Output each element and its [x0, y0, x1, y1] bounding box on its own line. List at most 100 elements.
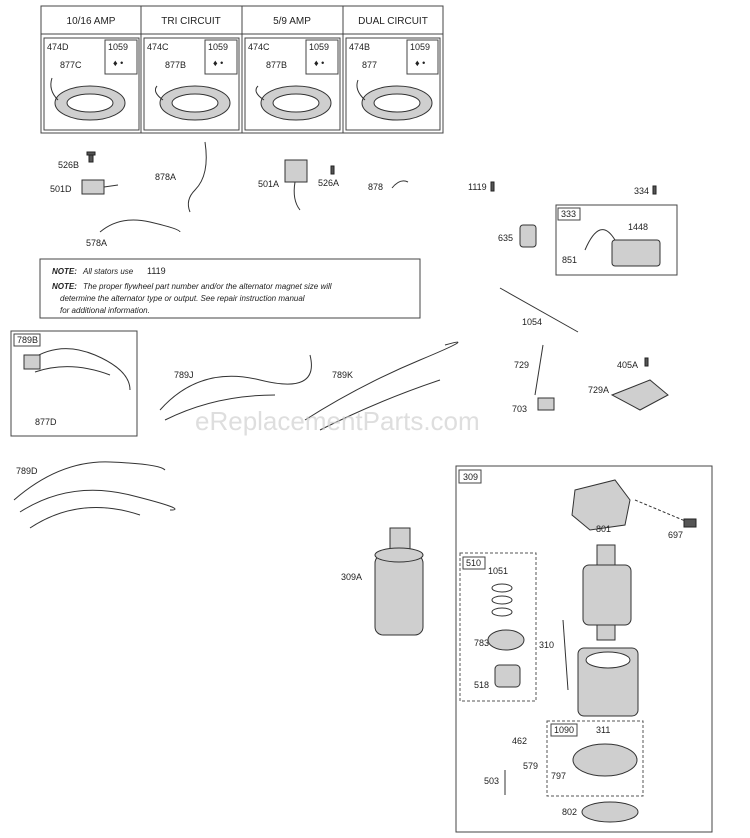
label-797: 797	[551, 771, 566, 781]
bolt-icon	[634, 499, 697, 528]
label-503: 503	[484, 776, 499, 786]
label-1054: 1054	[522, 317, 542, 327]
label-789d: 789D	[16, 466, 38, 476]
stator-part-1: 877C	[60, 60, 82, 70]
label-878a: 878A	[155, 172, 176, 182]
label-729: 729	[514, 360, 529, 370]
label-462: 462	[512, 736, 527, 746]
note-label-2: NOTE:	[52, 282, 77, 291]
label-878: 878	[368, 182, 383, 192]
stator-coil-icon	[356, 79, 433, 121]
end-cap-icon	[581, 801, 639, 823]
label-783: 783	[474, 638, 489, 648]
label-729a: 729A	[588, 385, 609, 395]
label-1119: 1119	[468, 182, 487, 192]
armature-icon	[582, 544, 632, 641]
brush-kit-box-1090	[546, 720, 644, 797]
stator-header-4: DUAL CIRCUIT	[358, 16, 428, 27]
label-697: 697	[668, 530, 683, 540]
stator-screw-4: 1059	[410, 42, 430, 52]
housing-icon	[577, 647, 639, 717]
solenoid-icon	[584, 229, 661, 267]
screw-icon	[330, 165, 335, 175]
harness-icon	[159, 354, 312, 421]
stator-kit-2: 474C	[147, 42, 169, 52]
pinion-icon	[494, 664, 521, 688]
label-703: 703	[512, 404, 527, 414]
bracket-icon	[537, 397, 555, 411]
stator-screw-1: 1059	[108, 42, 128, 52]
cover-plate-icon	[610, 379, 669, 411]
note-line-2a: The proper flywheel part number and/or t…	[83, 282, 332, 291]
stator-part-4: 877	[362, 60, 377, 70]
stator-coil-icon	[155, 85, 231, 121]
throttle-lever-icon	[534, 344, 544, 396]
label-310: 310	[539, 640, 554, 650]
stator-kit-1: 474D	[47, 42, 69, 52]
screw-icon	[652, 185, 657, 195]
label-802: 802	[562, 807, 577, 817]
screw-icon: ♦ •	[314, 58, 324, 68]
drive-kit-box-510	[459, 552, 537, 702]
label-801: 801	[596, 524, 611, 534]
stator-coil-icon	[50, 77, 126, 121]
label-518: 518	[474, 680, 489, 690]
label-501d: 501D	[50, 184, 72, 194]
screw-icon: ♦ •	[213, 58, 223, 68]
label-1448: 1448	[628, 222, 648, 232]
diode-icon	[81, 179, 119, 195]
stator-kit-4: 474B	[349, 42, 370, 52]
label-789k: 789K	[332, 370, 353, 380]
harness-icon	[13, 461, 176, 529]
wire-harness-icon	[187, 141, 207, 213]
screw-icon	[86, 151, 96, 163]
watermark: eReplacementParts.com	[195, 406, 480, 436]
label-851: 851	[562, 255, 577, 265]
harness-icon	[23, 348, 131, 391]
label-334: 334	[634, 186, 649, 196]
label-309: 309	[463, 472, 478, 482]
note-box: NOTE: All stators use 1119 NOTE: The pro…	[39, 258, 421, 319]
spacer-icon	[519, 224, 537, 248]
label-526a: 526A	[318, 178, 339, 188]
stator-part-2: 877B	[165, 60, 186, 70]
screw-icon: ♦ •	[415, 58, 425, 68]
connector-icon	[391, 180, 409, 189]
gear-icon	[487, 629, 525, 651]
stator-coil-icon	[255, 85, 332, 121]
screw-icon	[490, 181, 495, 192]
wire-lead-icon	[99, 219, 181, 233]
assembly-box-333	[555, 204, 678, 276]
label-1090: 1090	[554, 725, 574, 735]
retaining-ring-icon	[491, 583, 513, 617]
label-333: 333	[561, 209, 576, 219]
note-line-1: All stators use	[82, 267, 134, 276]
label-510: 510	[466, 558, 481, 568]
stator-kit-3: 474C	[248, 42, 270, 52]
harness-icon	[304, 341, 459, 431]
harness-box-789b	[10, 330, 138, 437]
label-789b: 789B	[17, 335, 38, 345]
label-309a: 309A	[341, 572, 362, 582]
stator-screw-2: 1059	[208, 42, 228, 52]
stator-part-3: 877B	[266, 60, 287, 70]
stator-header-3: 5/9 AMP	[273, 16, 311, 27]
label-501a: 501A	[258, 179, 279, 189]
drive-end-cap-icon	[571, 479, 631, 531]
label-311: 311	[596, 725, 610, 735]
screw-icon	[644, 357, 649, 367]
label-579: 579	[523, 761, 538, 771]
label-1051: 1051	[488, 566, 508, 576]
through-bolt-icon	[562, 619, 569, 691]
brush-holder-icon	[572, 743, 638, 777]
label-877d: 877D	[35, 417, 57, 427]
label-526b: 526B	[58, 160, 79, 170]
stator-screw-3: 1059	[309, 42, 329, 52]
note-line-2c: for additional information.	[60, 306, 150, 315]
screw-icon: ♦ •	[113, 58, 123, 68]
note-line-2b: determine the alternator type or output.…	[60, 294, 305, 303]
label-405a: 405A	[617, 360, 638, 370]
starter-assembly-box-309	[455, 465, 713, 833]
label-635: 635	[498, 233, 513, 243]
